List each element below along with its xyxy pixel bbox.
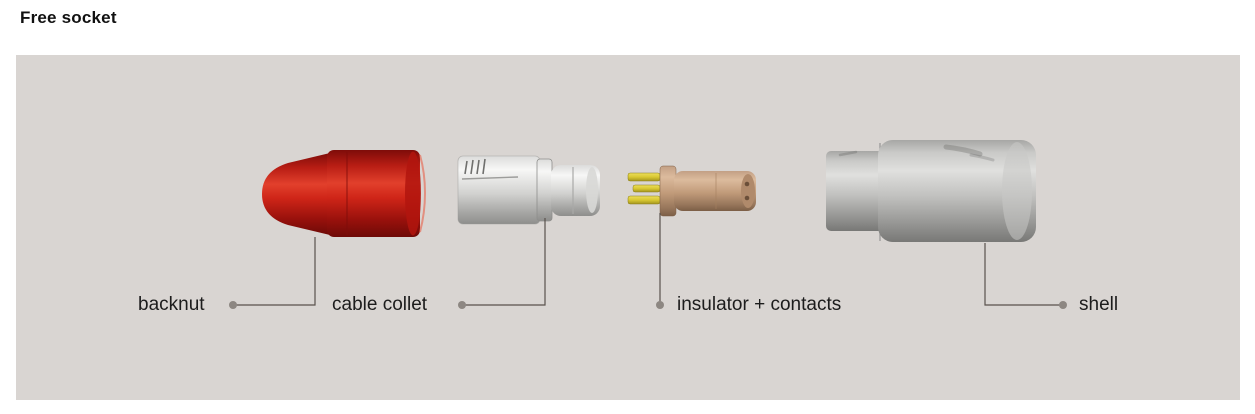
leader-dots <box>229 301 1067 309</box>
exploded-view-illustration <box>229 140 1067 309</box>
cable-collet-part <box>457 155 600 225</box>
page-title: Free socket <box>20 8 117 27</box>
label-cable-collet: cable collet <box>332 294 428 315</box>
label-backnut: backnut <box>138 294 205 315</box>
label-shell: shell <box>1079 294 1119 315</box>
insulator-contacts-part <box>627 165 756 217</box>
label-insulator-contacts: insulator + contacts <box>677 294 842 315</box>
backnut-part <box>262 150 427 237</box>
leader-lines <box>233 213 1063 306</box>
shell-part <box>826 140 1036 242</box>
diagram-panel: backnut cable collet insulator + contact… <box>16 55 1240 400</box>
